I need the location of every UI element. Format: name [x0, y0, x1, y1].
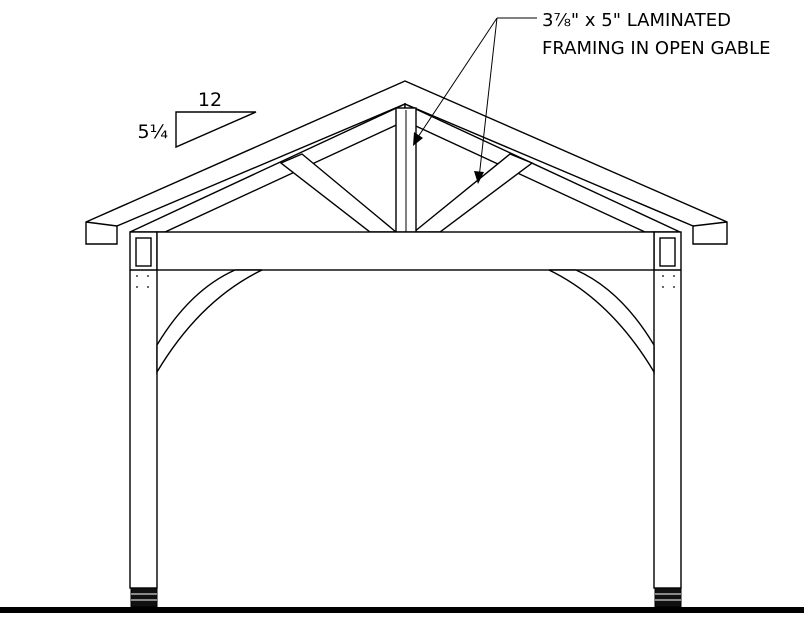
pitch-rise-label: 5¼	[137, 121, 168, 143]
roof-fascia-left	[85, 221, 118, 227]
callout-text-line-1: 3⅞" x 5" LAMINATED	[542, 10, 731, 31]
fastener-dots-right	[662, 275, 675, 288]
open-gable-truss	[129, 102, 681, 233]
diagonal-brace-right	[412, 153, 534, 233]
callout-leader-to-king-post	[415, 17, 498, 141]
post-cap-right	[659, 237, 676, 267]
roof-pitch-symbol: 12 5¼	[137, 89, 257, 149]
curved-brace-right	[548, 269, 655, 375]
diagonal-brace-left	[279, 153, 398, 233]
post-bases	[130, 587, 682, 608]
header-beam	[156, 231, 655, 271]
callout-arrowhead-king-post	[413, 132, 423, 146]
pitch-run-label: 12	[198, 89, 222, 111]
roof	[85, 80, 728, 245]
fastener-dots-left	[136, 275, 149, 288]
curved-brace-left	[156, 269, 263, 375]
post-right	[653, 231, 682, 589]
post-base-right	[654, 587, 682, 608]
post-cap-left	[135, 237, 152, 267]
ground-line	[0, 607, 804, 613]
posts	[129, 231, 682, 589]
callout-text-line-2: FRAMING IN OPEN GABLE	[542, 38, 771, 59]
framing-callout: 3⅞" x 5" LAMINATED FRAMING IN OPEN GABLE	[413, 10, 771, 184]
beam	[156, 231, 655, 271]
pitch-triangle	[175, 111, 257, 149]
post-left	[129, 231, 158, 589]
roof-fascia-right	[692, 221, 728, 227]
callout-leader-to-brace	[478, 17, 498, 179]
post-base-left	[130, 587, 158, 608]
curved-braces	[156, 269, 655, 375]
callout-arrowhead-brace	[474, 171, 484, 184]
